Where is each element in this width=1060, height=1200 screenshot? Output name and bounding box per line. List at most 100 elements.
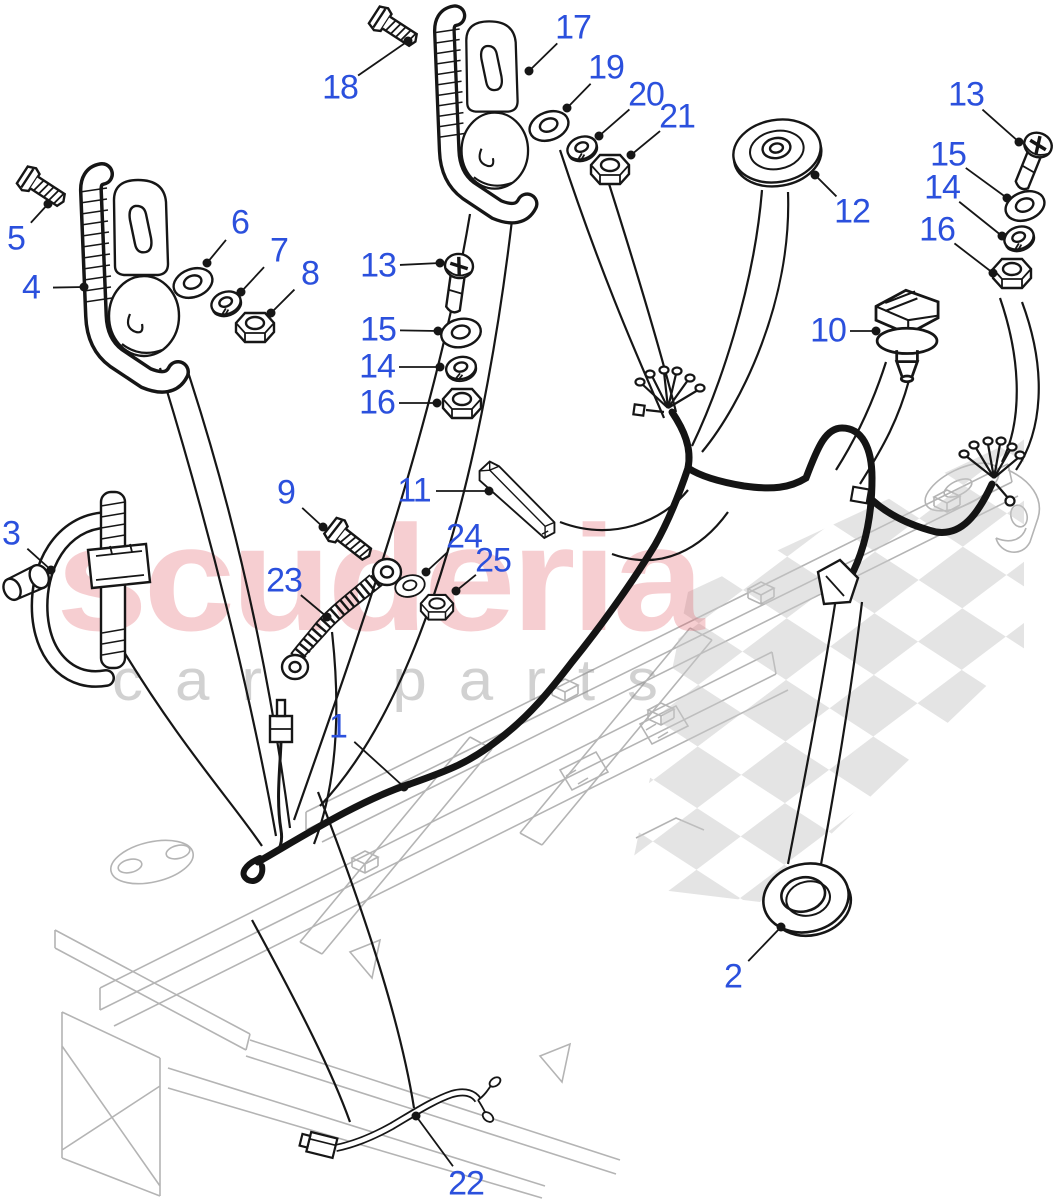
nut-16-mid-illustration <box>441 387 483 420</box>
watermark-tagline: car parts <box>112 648 690 713</box>
part-label: 5 <box>7 219 26 258</box>
part-label: 14 <box>924 168 961 207</box>
harness-boot-drawing <box>816 558 860 606</box>
leader-line <box>301 507 324 528</box>
part-label: 16 <box>919 210 956 249</box>
part-label: 16 <box>359 383 396 422</box>
nut-16-right-illustration <box>991 257 1033 290</box>
washer-15-right-illustration <box>1000 184 1050 228</box>
part-label: 25 <box>475 541 512 580</box>
leader-dot <box>411 1111 421 1121</box>
clip-17-illustration <box>434 16 528 213</box>
part-label: 1 <box>329 707 348 746</box>
leader-line <box>958 201 1003 237</box>
part-label: 20 <box>628 75 665 114</box>
leader-dot <box>432 398 442 408</box>
part-label: 10 <box>810 311 847 350</box>
clip-10-illustration <box>874 288 940 384</box>
leader-line <box>300 594 328 618</box>
leader-line <box>981 108 1020 143</box>
part-label: 23 <box>266 561 303 600</box>
leader-dot <box>988 268 998 278</box>
leader-dot <box>871 326 881 336</box>
callout-leaders <box>26 36 1024 1167</box>
leader-dot <box>484 486 494 496</box>
part-label: 2 <box>724 957 743 996</box>
part-label: 13 <box>948 75 985 114</box>
part-label: 24 <box>446 517 483 556</box>
leader-line <box>566 83 592 109</box>
leader-dot <box>399 782 409 792</box>
leader-dot <box>451 586 461 596</box>
part-label: 22 <box>448 1164 485 1200</box>
leader-line <box>965 167 1008 199</box>
part-label: 15 <box>360 310 397 349</box>
leader-dot <box>997 231 1007 241</box>
leader-dot <box>433 326 443 336</box>
nut-25-illustration <box>419 593 455 621</box>
leader-line <box>52 286 85 289</box>
leader-dot <box>236 287 246 297</box>
leader-dot <box>1014 137 1024 147</box>
leader-dot <box>322 612 332 622</box>
clip-4-illustration <box>80 174 179 382</box>
leader-dot <box>810 170 820 180</box>
leader-line <box>206 239 227 264</box>
bolt-5-illustration <box>14 162 72 214</box>
washer-15-mid-illustration <box>437 313 485 353</box>
spring-washer-14-right-illustration <box>999 221 1039 257</box>
leader-line <box>425 551 449 573</box>
leader-line <box>399 329 439 332</box>
nut-8-illustration <box>234 311 276 344</box>
leader-line <box>240 266 265 293</box>
leader-line <box>353 741 405 788</box>
leader-dot <box>318 522 328 532</box>
leader-line <box>747 926 782 962</box>
leader-line <box>953 242 994 274</box>
leader-dot <box>776 922 786 932</box>
harness-clip-drawing <box>849 485 871 505</box>
part-label: 17 <box>555 8 592 47</box>
grommet-12-illustration <box>727 111 828 195</box>
leader-line <box>814 174 838 198</box>
part-label: 9 <box>277 473 296 512</box>
leader-dot <box>403 36 413 46</box>
leader-line <box>357 40 409 77</box>
part-label: 18 <box>322 68 359 107</box>
part-label: 7 <box>270 231 289 270</box>
leader-line <box>399 262 441 266</box>
leader-dot <box>524 66 534 76</box>
leader-dot <box>435 258 445 268</box>
spring-washer-14-mid-illustration <box>442 352 480 386</box>
leader-dot <box>421 567 431 577</box>
leader-dot <box>43 199 53 209</box>
connector-stub-drawing <box>268 698 294 853</box>
leader-line <box>26 548 52 571</box>
leader-line <box>630 130 661 156</box>
harness-connector-fan-right <box>958 436 1026 507</box>
leader-dot <box>562 103 572 113</box>
part-label: 12 <box>834 192 871 231</box>
part-label: 14 <box>359 347 396 386</box>
leader-dot <box>1002 193 1012 203</box>
leader-line <box>598 108 631 137</box>
leader-line <box>270 288 296 314</box>
washer-6-illustration <box>168 261 218 305</box>
part-label: 8 <box>301 254 320 293</box>
wiring-harness-drawing <box>240 365 1026 884</box>
routing-curves <box>117 149 1040 1123</box>
part-label: 3 <box>2 514 21 553</box>
leader-line <box>415 1115 454 1167</box>
part-label: 19 <box>588 48 625 87</box>
part-label: 11 <box>397 471 431 510</box>
leader-dot <box>594 131 604 141</box>
leader-dot <box>626 150 636 160</box>
leader-dot <box>46 565 56 575</box>
bolt-18-illustration <box>366 2 424 54</box>
nut-21-illustration <box>589 153 631 186</box>
leader-dot <box>435 362 445 372</box>
part-label: 21 <box>659 97 696 136</box>
leader-dot <box>266 308 276 318</box>
